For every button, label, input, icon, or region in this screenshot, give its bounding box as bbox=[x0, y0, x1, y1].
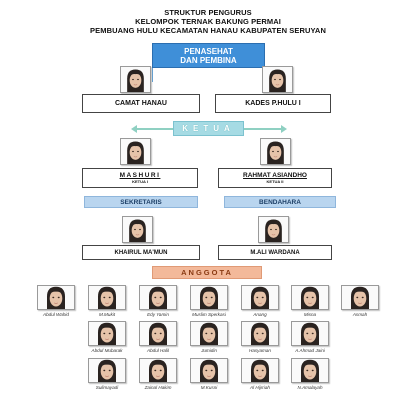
member-photo bbox=[190, 285, 228, 310]
portrait-icon bbox=[121, 139, 150, 164]
member-photo bbox=[291, 358, 329, 383]
photo-mashuri bbox=[120, 138, 151, 165]
penasehat-connector-left bbox=[152, 68, 153, 82]
member-name: Hasyaman bbox=[249, 348, 271, 353]
name-kades: KADES P.HULU I bbox=[215, 94, 331, 113]
mashuri-role: KETUA I bbox=[132, 179, 148, 184]
member-photo bbox=[241, 321, 279, 346]
member-photo bbox=[190, 358, 228, 383]
bendahara-header: BENDAHARA bbox=[224, 196, 336, 208]
photo-ali-wardana bbox=[258, 216, 289, 243]
portrait-icon bbox=[123, 217, 152, 242]
name-khairul: KHAIRUL MA'MUN bbox=[82, 245, 200, 260]
member-photo bbox=[88, 358, 126, 383]
member-name: Edy Yamin bbox=[147, 312, 169, 317]
name-rahmat: RAHMAT ASIANDHO KETUA II bbox=[218, 168, 332, 188]
member-photo bbox=[190, 321, 228, 346]
member-name: Abdul Halil bbox=[147, 348, 169, 353]
portrait-icon bbox=[261, 139, 290, 164]
portrait-icon bbox=[89, 359, 125, 382]
anggota-label: ANGGOTA bbox=[181, 268, 233, 277]
member-name: Abdul Wahid bbox=[43, 312, 69, 317]
member-name: M.Mukit bbox=[98, 312, 116, 317]
portrait-icon bbox=[292, 359, 328, 382]
member-photo bbox=[88, 285, 126, 310]
portrait-icon bbox=[121, 67, 150, 92]
portrait-icon bbox=[242, 359, 278, 382]
member-name: Al Hijrriah bbox=[250, 385, 270, 390]
camat-name: CAMAT HANAU bbox=[115, 100, 167, 107]
photo-camat bbox=[120, 66, 151, 93]
member-photo bbox=[139, 285, 177, 310]
member-name: N.Amalayah bbox=[297, 385, 323, 390]
ketua-arrow-left bbox=[131, 125, 137, 133]
sekretaris-label: SEKRETARIS bbox=[120, 198, 162, 206]
member-name: Sulimayadi bbox=[95, 385, 119, 390]
portrait-icon bbox=[191, 322, 227, 345]
portrait-icon bbox=[191, 359, 227, 382]
photo-rahmat bbox=[260, 138, 291, 165]
member-name: Misna bbox=[303, 312, 317, 317]
member-name: Zainal Hakim bbox=[144, 385, 172, 390]
name-ali-wardana: M.ALI WARDANA bbox=[218, 245, 332, 260]
mashuri-name: MASHURI bbox=[119, 172, 161, 179]
member-photo bbox=[241, 358, 279, 383]
title-line-1: STRUKTUR PENGURUS bbox=[164, 8, 252, 17]
title-block: STRUKTUR PENGURUS KELOMPOK TERNAK BAKUNG… bbox=[0, 8, 416, 35]
member-photo bbox=[341, 285, 379, 310]
rahmat-role: KETUA II bbox=[266, 179, 284, 184]
name-camat-hanau: CAMAT HANAU bbox=[82, 94, 200, 113]
photo-khairul bbox=[122, 216, 153, 243]
penasehat-header-line-1: PENASEHAT bbox=[184, 46, 233, 56]
ketua-header: KETUA bbox=[173, 121, 244, 136]
ketua-header-label: KETUA bbox=[182, 124, 235, 133]
penasehat-header-line-2: DAN PEMBINA bbox=[180, 55, 237, 65]
portrait-icon bbox=[292, 322, 328, 345]
portrait-icon bbox=[263, 67, 292, 92]
penasehat-header: PENASEHAT DAN PEMBINA bbox=[152, 43, 265, 68]
khairul-name: KHAIRUL MA'MUN bbox=[114, 249, 168, 256]
member-photo bbox=[88, 321, 126, 346]
member-photo bbox=[37, 285, 75, 310]
portrait-icon bbox=[191, 286, 227, 309]
member-photo bbox=[139, 321, 177, 346]
kades-name: KADES P.HULU I bbox=[245, 100, 301, 107]
portrait-icon bbox=[259, 217, 288, 242]
ali-wardana-name: M.ALI WARDANA bbox=[250, 249, 300, 256]
member-name: Anang bbox=[253, 312, 267, 317]
name-mashuri: MASHURI KETUA I bbox=[82, 168, 198, 188]
ketua-arrow-right bbox=[281, 125, 287, 133]
sekretaris-header: SEKRETARIS bbox=[84, 196, 198, 208]
member-name: A.Ahmad Jaini bbox=[295, 348, 325, 353]
portrait-icon bbox=[89, 286, 125, 309]
member-name: Jumidin bbox=[201, 348, 217, 353]
title-line-3: PEMBUANG HULU KECAMATAN HANAU KABUPATEN … bbox=[90, 26, 326, 35]
ketua-connector-left bbox=[136, 128, 173, 130]
member-name: Muslim Sperkasi bbox=[192, 312, 226, 317]
portrait-icon bbox=[140, 322, 176, 345]
portrait-icon bbox=[89, 322, 125, 345]
rahmat-name: RAHMAT ASIANDHO bbox=[243, 172, 307, 179]
ketua-connector-right bbox=[244, 128, 281, 130]
member-photo bbox=[291, 321, 329, 346]
portrait-icon bbox=[292, 286, 328, 309]
portrait-icon bbox=[242, 286, 278, 309]
portrait-icon bbox=[140, 286, 176, 309]
portrait-icon bbox=[38, 286, 74, 309]
member-photo bbox=[291, 285, 329, 310]
portrait-icon bbox=[342, 286, 378, 309]
member-photo bbox=[139, 358, 177, 383]
title-line-2: KELOMPOK TERNAK BAKUNG PERMAI bbox=[135, 17, 281, 26]
member-name: Asmah bbox=[352, 312, 368, 317]
portrait-icon bbox=[242, 322, 278, 345]
portrait-icon bbox=[140, 359, 176, 382]
member-name: Abdul Mubarak bbox=[91, 348, 123, 353]
anggota-header: ANGGOTA bbox=[152, 266, 262, 279]
bendahara-label: BENDAHARA bbox=[259, 198, 301, 206]
member-photo bbox=[241, 285, 279, 310]
member-name: M.Kusni bbox=[200, 385, 218, 390]
photo-kades bbox=[262, 66, 293, 93]
